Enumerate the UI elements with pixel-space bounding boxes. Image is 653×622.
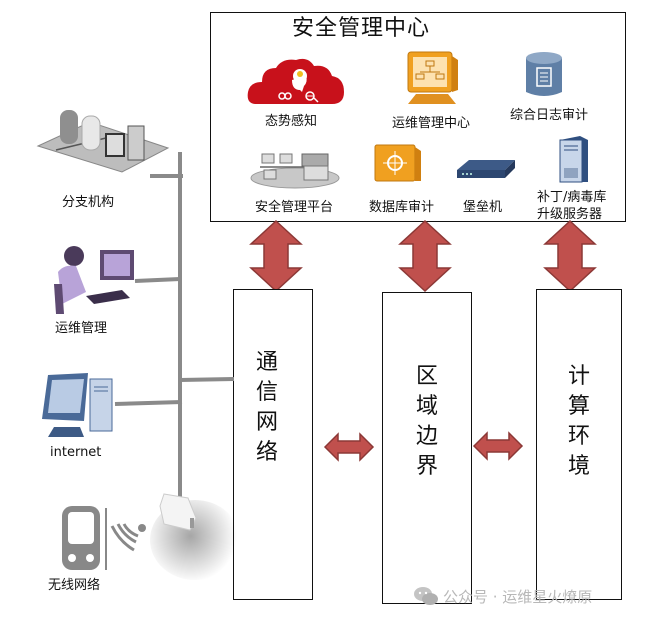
component-label-security-platform: 安全管理平台 xyxy=(255,200,334,215)
component-label-situational-awareness: 态势感知 xyxy=(265,114,318,129)
database-audit-appliance-icon xyxy=(374,144,421,182)
component-label-bastion-host: 堡垒机 xyxy=(463,200,503,215)
endpoint-label-wireless-network: 无线网络 xyxy=(48,578,101,593)
ops-person-computer-icon xyxy=(54,246,134,314)
column-char: 域 xyxy=(415,394,438,419)
component-label-ops-center: 运维管理中心 xyxy=(392,116,471,131)
column-computing-environment xyxy=(536,289,622,600)
column-label-communication-network: 通 信 网 络 xyxy=(252,348,282,468)
column-area-boundary xyxy=(382,292,472,604)
column-label-computing-environment: 计 算 环 境 xyxy=(564,362,594,482)
security-center-title: 安全管理中心 xyxy=(292,16,431,41)
column-char: 通 xyxy=(255,350,278,375)
column-char: 边 xyxy=(415,424,438,449)
update-server-tower-icon xyxy=(559,136,588,183)
double-arrow-horizontal-1 xyxy=(323,432,375,462)
column-char: 计 xyxy=(567,364,590,389)
endpoint-label-branch-office: 分支机构 xyxy=(62,195,115,210)
column-char: 网 xyxy=(255,410,278,435)
column-char: 环 xyxy=(567,424,590,449)
column-char: 络 xyxy=(255,440,278,465)
desktop-computer-icon xyxy=(42,373,113,437)
column-char: 区 xyxy=(415,364,438,389)
component-label-update-server-line1: 补丁/病毒库 xyxy=(537,190,607,205)
wireless-device-icon xyxy=(62,506,146,570)
column-communication-network xyxy=(233,289,313,600)
double-arrow-vertical-2 xyxy=(398,219,452,293)
log-audit-database-icon xyxy=(526,52,562,96)
situational-awareness-cloud-icon xyxy=(247,58,344,104)
endpoint-label-ops-management: 运维管理 xyxy=(55,321,108,336)
endpoint-label-internet: internet xyxy=(50,445,102,460)
column-label-area-boundary: 区 域 边 界 xyxy=(412,362,442,482)
watermark-text: 公众号 · 运维星火燎原 xyxy=(443,588,593,606)
column-char: 算 xyxy=(567,394,590,419)
security-platform-network-icon xyxy=(250,153,340,189)
column-char: 信 xyxy=(255,380,278,405)
bastion-host-appliance-icon xyxy=(457,160,515,178)
component-label-database-audit: 数据库审计 xyxy=(369,200,435,215)
double-arrow-horizontal-2 xyxy=(472,431,524,461)
wireless-access-point-icon xyxy=(159,493,197,531)
branch-office-icon xyxy=(36,110,170,173)
component-label-update-server-line2: 升级服务器 xyxy=(537,207,603,222)
component-label-log-audit: 综合日志审计 xyxy=(510,108,589,123)
wechat-icon xyxy=(414,587,438,605)
column-char: 界 xyxy=(415,454,438,479)
column-char: 境 xyxy=(567,454,590,479)
ops-management-monitor-icon xyxy=(407,51,458,104)
